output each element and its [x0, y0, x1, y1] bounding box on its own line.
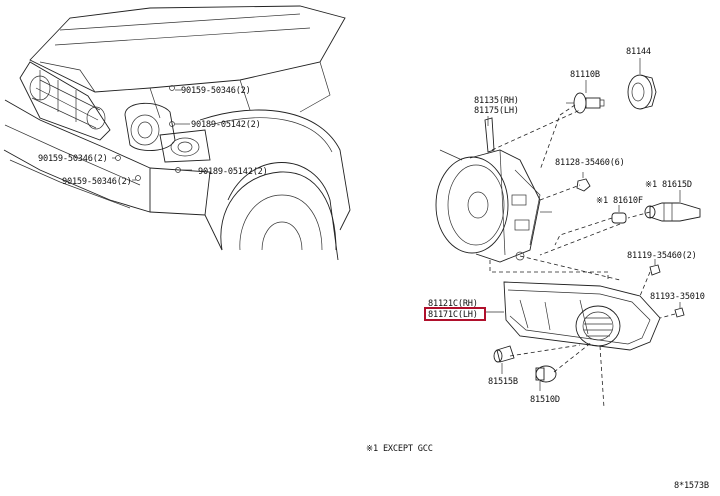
part-label-81128[interactable]: 81128-35460(6) [555, 158, 625, 168]
part-label-81510d[interactable]: 81510D [530, 395, 560, 405]
footnote: ※1 EXCEPT GCC [366, 444, 433, 454]
screw-81119 [649, 259, 661, 276]
part-label-81193[interactable]: 81193-35010 [650, 292, 705, 302]
part-label-81121c[interactable]: 81121C(RH) [428, 299, 478, 309]
callout-90189-bottom[interactable]: 90189-05142(2) [198, 167, 268, 177]
screw-81193 [674, 302, 685, 318]
socket-wire-81615d [644, 190, 701, 222]
socket-81515b [493, 345, 515, 374]
socket-81610f [611, 205, 627, 224]
callout-90159-top[interactable]: 90159-50346(2) [181, 86, 251, 96]
part-label-81615d[interactable]: ※1 81615D [645, 180, 692, 190]
cap-81144 [627, 58, 657, 110]
bulb-81110b [566, 80, 605, 114]
callout-90189-top[interactable]: 90189-05142(2) [191, 120, 261, 130]
callout-90159-left-2[interactable]: 90159-50346(2) [62, 177, 132, 187]
part-label-81175[interactable]: 81175(LH) [474, 106, 519, 116]
callout-90159-left-1[interactable]: 90159-50346(2) [38, 154, 108, 164]
headlamp-unit-illustration [435, 116, 552, 263]
part-label-81144[interactable]: 81144 [626, 47, 651, 57]
diagram-id: 8*1573B [674, 481, 709, 491]
highlight-box-81171c [424, 307, 486, 321]
part-label-81515b[interactable]: 81515B [488, 377, 518, 387]
part-label-81171c[interactable]: 81171C(LH) [428, 310, 478, 320]
part-label-81610f[interactable]: ※1 81610F [596, 196, 643, 206]
nut-81128 [576, 172, 591, 192]
part-label-81119[interactable]: 81119-35460(2) [627, 251, 697, 261]
bulb-81510d [535, 365, 557, 391]
part-label-81110b[interactable]: 81110B [570, 70, 600, 80]
part-label-81135[interactable]: 81135(RH) [474, 96, 519, 106]
clearance-lamp-illustration [485, 281, 661, 351]
vehicle-front-illustration [3, 5, 351, 261]
assembly-dashed-lines [489, 104, 676, 409]
